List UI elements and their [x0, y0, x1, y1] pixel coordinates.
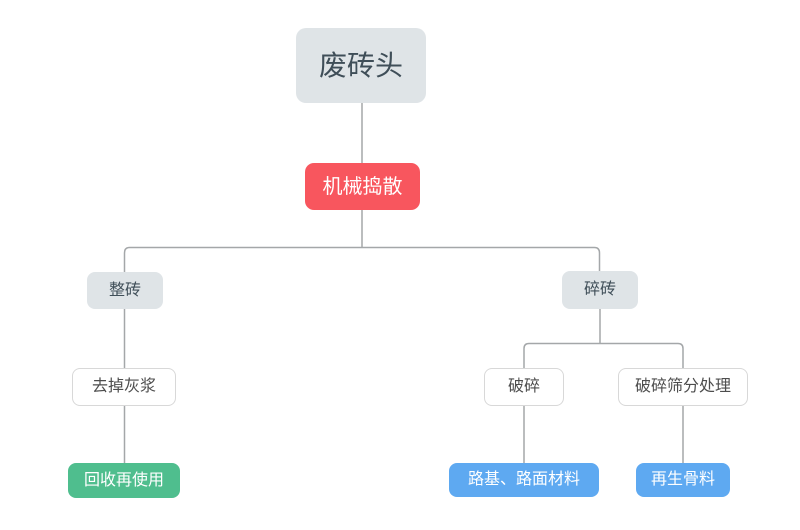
node-whole-brick: 整砖 — [87, 272, 163, 309]
node-recycled-aggregate: 再生骨料 — [636, 463, 730, 497]
node-remove-mortar: 去掉灰浆 — [72, 368, 176, 406]
node-waste-brick: 废砖头 — [296, 28, 426, 103]
node-broken-brick: 碎砖 — [562, 271, 638, 309]
edge-branch-whole-broken — [123, 246, 601, 272]
node-mechanical-breaking: 机械捣散 — [305, 163, 420, 210]
node-crush-screening: 破碎筛分处理 — [618, 368, 748, 406]
node-road-material: 路基、路面材料 — [449, 463, 599, 497]
node-recycle-reuse: 回收再使用 — [68, 463, 180, 498]
node-crushing: 破碎 — [484, 368, 564, 406]
edge-branch-crushing-screening — [523, 342, 684, 368]
